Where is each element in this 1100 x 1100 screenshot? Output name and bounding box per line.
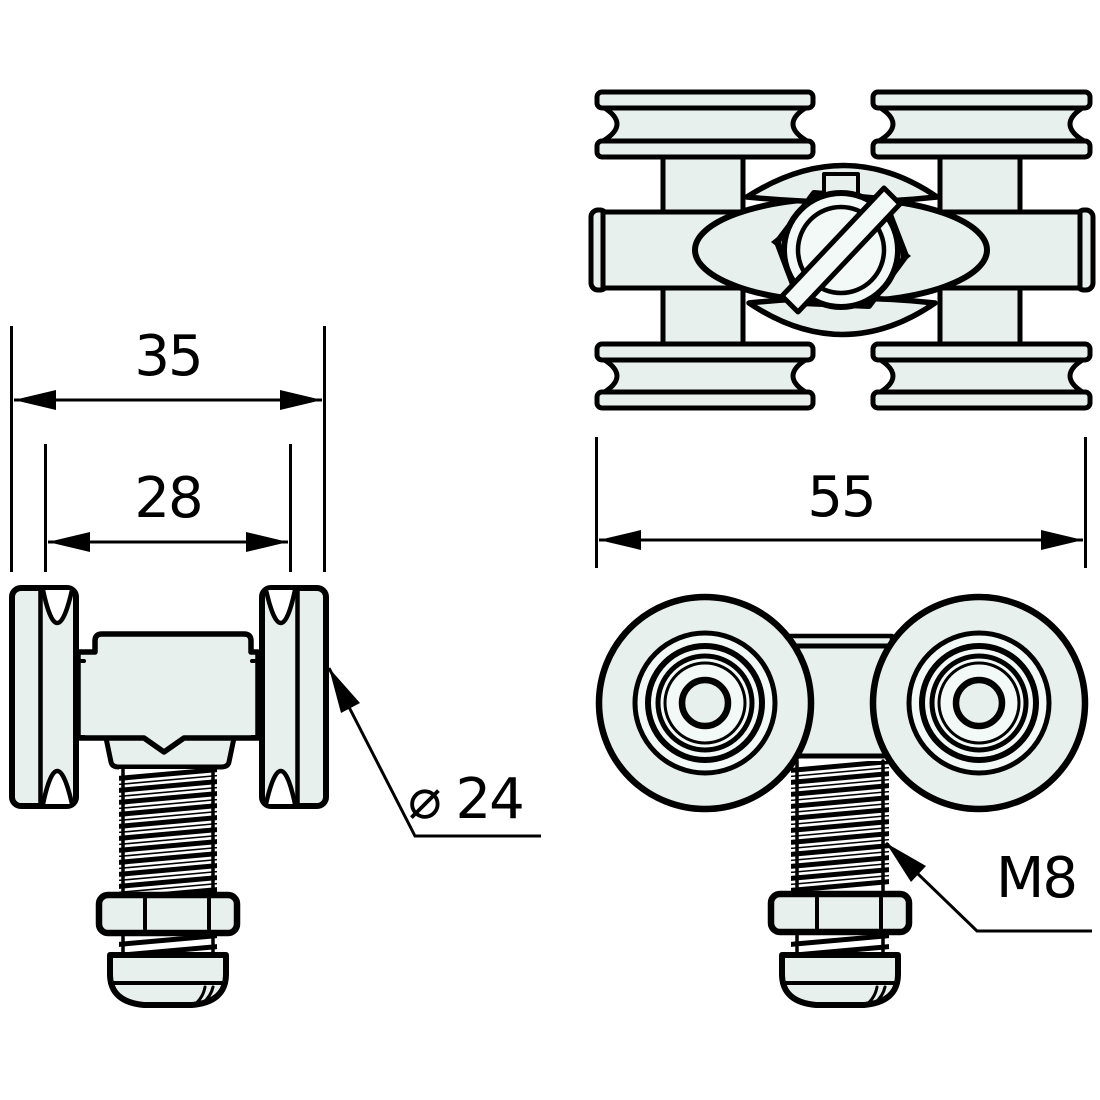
- bearing-ring: [929, 653, 1029, 753]
- roller-bottom-left: [594, 341, 816, 411]
- arrowhead: [329, 668, 360, 713]
- leader-line: [327, 667, 541, 838]
- bolt-slot: [779, 185, 903, 315]
- arrowhead-left: [48, 532, 90, 552]
- bearing-ring: [919, 643, 1039, 763]
- roller-groove: [600, 356, 810, 396]
- wheel-side-left: [9, 585, 79, 809]
- cap-nut: [779, 952, 901, 1008]
- thread-hatch-fine: [791, 766, 889, 886]
- cap-nut: [107, 952, 229, 1008]
- cap-nut-body: [107, 952, 229, 1008]
- dimension-28: 28: [44, 444, 292, 572]
- cap-nut-body: [779, 952, 901, 1008]
- roller-top-left: [594, 89, 816, 160]
- bearing-ring: [937, 661, 1021, 745]
- hex-nut-facet-line: [815, 896, 883, 930]
- roller-flange: [594, 89, 816, 111]
- extension-line: [10, 326, 326, 572]
- stud-edge: [795, 759, 885, 897]
- roller-bottom-right: [870, 341, 1093, 411]
- roller-groove: [600, 104, 810, 144]
- side-view: [9, 585, 329, 1008]
- roller-flange: [594, 341, 816, 363]
- arrowhead-left: [599, 530, 641, 550]
- cap-nut-detail: [864, 985, 887, 1007]
- axle-hub: [678, 676, 732, 730]
- thread-hatch: [119, 769, 217, 897]
- thread-hatch-fine: [119, 774, 217, 894]
- wheel-profile: [9, 585, 79, 809]
- hex-nut-facet-line: [143, 897, 211, 931]
- arrowhead-right: [1041, 530, 1083, 550]
- extension-line: [44, 444, 292, 572]
- wheel-front-right: [869, 593, 1089, 813]
- arrowhead: [886, 843, 926, 882]
- hex-vertex-tick-left: [771, 234, 781, 250]
- wheel-groove-notch: [263, 587, 298, 626]
- roller-flange: [870, 138, 1093, 160]
- dimension-text: 35: [134, 324, 201, 389]
- stud-edge: [121, 767, 215, 899]
- front-view: [595, 593, 1089, 1008]
- cap-nut-detail: [192, 985, 215, 1007]
- pivot-assembly: [692, 162, 990, 338]
- dimension-55: 55: [595, 437, 1087, 568]
- top-view: [588, 89, 1096, 411]
- roller-flange: [870, 341, 1093, 363]
- arrowhead-right: [246, 532, 288, 552]
- arrowhead-right: [280, 390, 322, 410]
- threaded-stud: [119, 767, 217, 958]
- bracket-boss: [103, 735, 237, 770]
- dimension-35: 35: [10, 324, 326, 572]
- dimension-text: 28: [134, 466, 201, 531]
- wheel-groove-notch: [40, 587, 75, 626]
- wheel-groove-notch: [40, 768, 75, 807]
- roller-top-right: [870, 89, 1093, 160]
- diameter-text: ⌀ 24: [408, 767, 523, 832]
- hex-nut-body: [767, 890, 913, 936]
- wheel-groove-notch: [263, 768, 298, 807]
- hex-nut: [767, 890, 913, 936]
- roller-flange: [594, 389, 816, 411]
- wheel-side-right: [259, 585, 329, 809]
- roller-groove: [876, 104, 1087, 144]
- bracket-body: [75, 631, 261, 755]
- hex-nut-body: [95, 891, 241, 937]
- label-thread-size: M8: [884, 841, 1092, 933]
- roller-flange: [594, 138, 816, 160]
- hex-nut: [95, 891, 241, 937]
- bolt-head-inner-circle: [795, 204, 887, 296]
- arrowhead-left: [14, 390, 56, 410]
- bearing-ring: [655, 653, 755, 753]
- label-roller-diameter: ⌀ 24: [327, 667, 541, 838]
- thread-hatch: [791, 761, 889, 893]
- bearing-ring: [663, 661, 747, 745]
- dimension-text: 55: [807, 465, 874, 530]
- extension-line: [595, 437, 1087, 568]
- axle-hub: [952, 676, 1006, 730]
- bearing-ring: [645, 643, 765, 763]
- wheel-profile: [259, 585, 329, 809]
- hex-vertex-tick-right: [901, 248, 911, 264]
- roller-flange: [870, 89, 1093, 111]
- thread-text: M8: [996, 846, 1076, 911]
- roller-groove: [876, 356, 1087, 396]
- wheel-front-left: [595, 593, 815, 813]
- roller-flange: [870, 389, 1093, 411]
